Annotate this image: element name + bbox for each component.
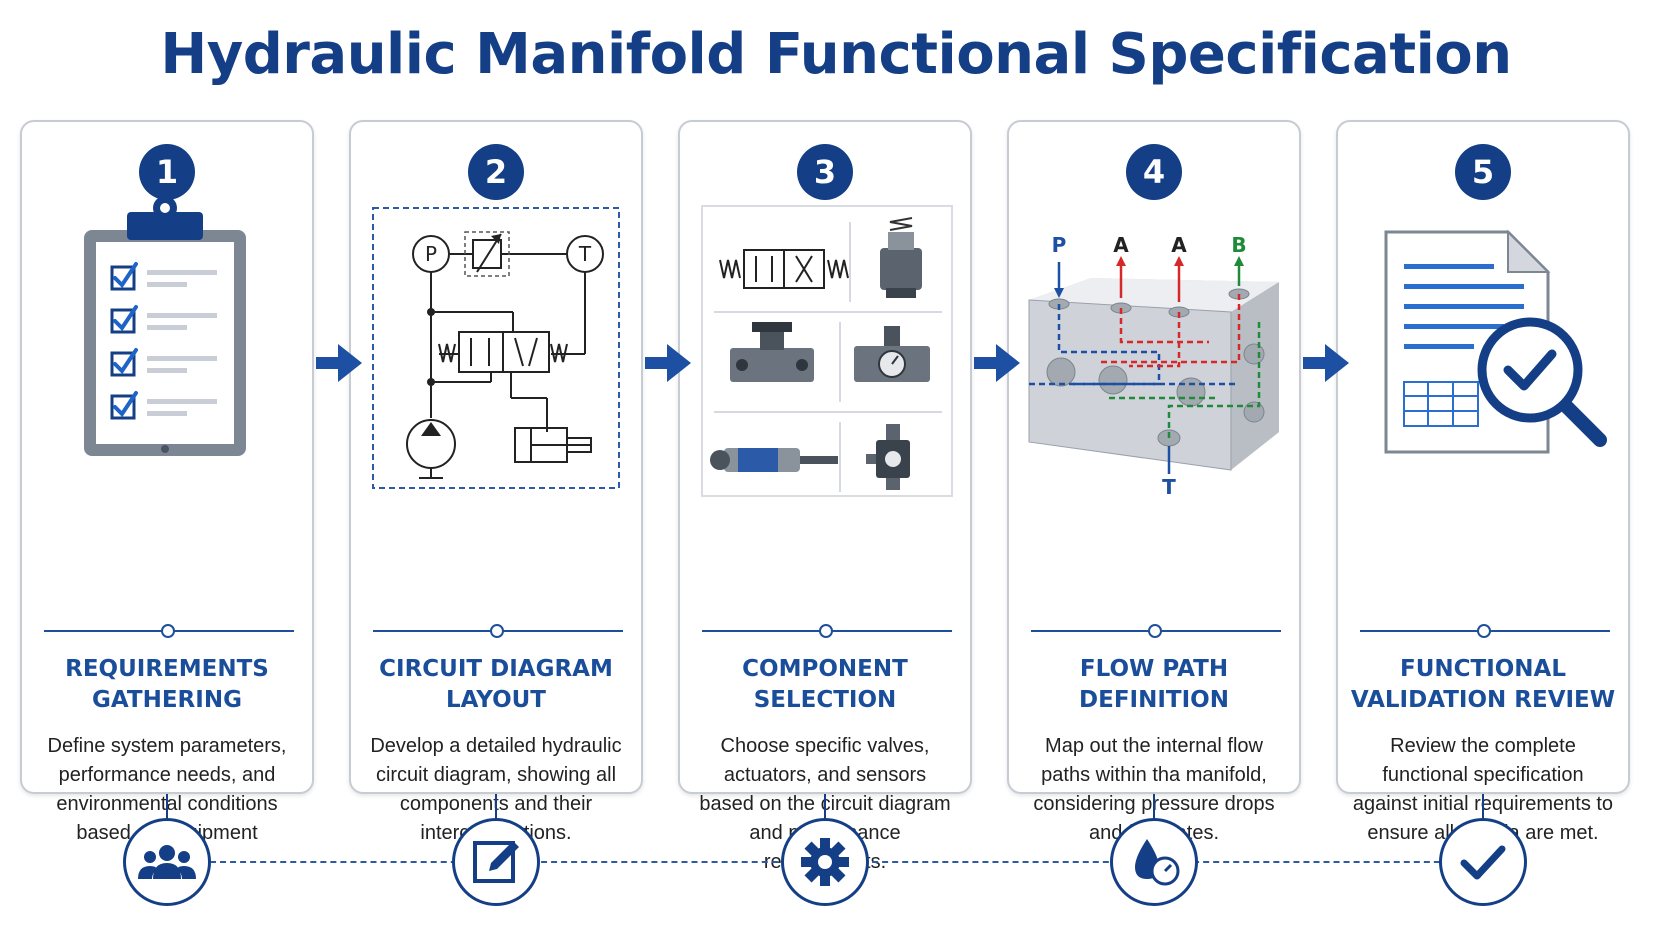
document-magnifier-check-icon <box>1384 229 1607 454</box>
flow-gauge-icon <box>1110 818 1198 906</box>
next-arrow-icon <box>316 344 362 382</box>
next-arrow-icon <box>1303 344 1349 382</box>
hydraulic-circuit-diagram: P T <box>372 207 620 489</box>
timeline-connector <box>1153 794 1155 822</box>
step-title: FLOW PATH DEFINITION <box>1009 654 1299 716</box>
step-card-2: 2 <box>349 120 643 844</box>
step-title: CIRCUIT DIAGRAM LAYOUT <box>351 654 641 716</box>
step-title-line-1: REQUIREMENTS <box>65 656 269 682</box>
step-title-line-2: DEFINITION <box>1079 687 1229 713</box>
port-label-p: P <box>1052 233 1067 257</box>
divider-node <box>490 624 504 638</box>
step-card-3: 3 <box>678 120 972 873</box>
step-title-line-1: FUNCTIONAL <box>1399 656 1567 682</box>
step-number-badge: 4 <box>1126 144 1182 200</box>
next-arrow-icon <box>645 344 691 382</box>
port-label-b: B <box>1231 233 1246 257</box>
sensor-icon <box>866 424 910 490</box>
pump-label: P <box>425 242 437 266</box>
step-number-badge: 1 <box>139 144 195 200</box>
page-title: Hydraulic Manifold Functional Specificat… <box>160 22 1512 87</box>
timeline-connector <box>166 794 168 822</box>
port-label-a: A <box>1113 233 1129 257</box>
hydraulic-cylinder-icon <box>710 448 838 472</box>
tank-label: T <box>578 242 592 266</box>
manifold-block: P A A B T <box>1028 233 1279 499</box>
step-title-line-2: LAYOUT <box>445 687 546 713</box>
clipboard-checklist-icon <box>84 196 246 456</box>
step-title: COMPONENT SELECTION <box>680 654 970 716</box>
port-label-t: T <box>1162 475 1176 499</box>
step-title-line-1: COMPONENT <box>742 656 908 682</box>
step-card-5: 5 FUNCTIONAL VALIDATION REVIEW Review th… <box>1336 120 1630 844</box>
divider-node <box>1148 624 1162 638</box>
flow-control-valve-icon <box>730 322 814 382</box>
step-title: REQUIREMENTS GATHERING <box>22 654 312 716</box>
port-label-a: A <box>1171 233 1187 257</box>
step-number-badge: 5 <box>1455 144 1511 200</box>
divider-node <box>819 624 833 638</box>
step-title-line-2: GATHERING <box>92 687 242 713</box>
team-icon <box>123 818 211 906</box>
step-title-line-2: SELECTION <box>753 687 897 713</box>
step-number-badge: 2 <box>468 144 524 200</box>
component-grid <box>701 205 953 497</box>
divider-node <box>161 624 175 638</box>
step-title-line-1: CIRCUIT DIAGRAM <box>379 656 613 682</box>
divider-node <box>1477 624 1491 638</box>
pressure-valve-icon <box>854 326 930 382</box>
timeline-connector <box>824 794 826 822</box>
gear-icon <box>781 818 869 906</box>
step-number-badge: 3 <box>797 144 853 200</box>
step-title-line-1: FLOW PATH <box>1079 656 1229 682</box>
edit-icon <box>452 818 540 906</box>
step-card-1: 1 REQUIREMENTS GATHERING Def <box>20 120 314 873</box>
next-arrow-icon <box>974 344 1020 382</box>
directional-valve-icon <box>719 249 849 289</box>
step-card-4: 4 <box>1007 120 1301 844</box>
checkmark-icon <box>1439 818 1527 906</box>
timeline-connector <box>1482 794 1484 822</box>
step-title-line-2: VALIDATION REVIEW <box>1350 687 1616 713</box>
step-title: FUNCTIONAL VALIDATION REVIEW <box>1338 654 1628 716</box>
relief-valve-icon <box>880 217 922 298</box>
timeline-connector <box>495 794 497 822</box>
